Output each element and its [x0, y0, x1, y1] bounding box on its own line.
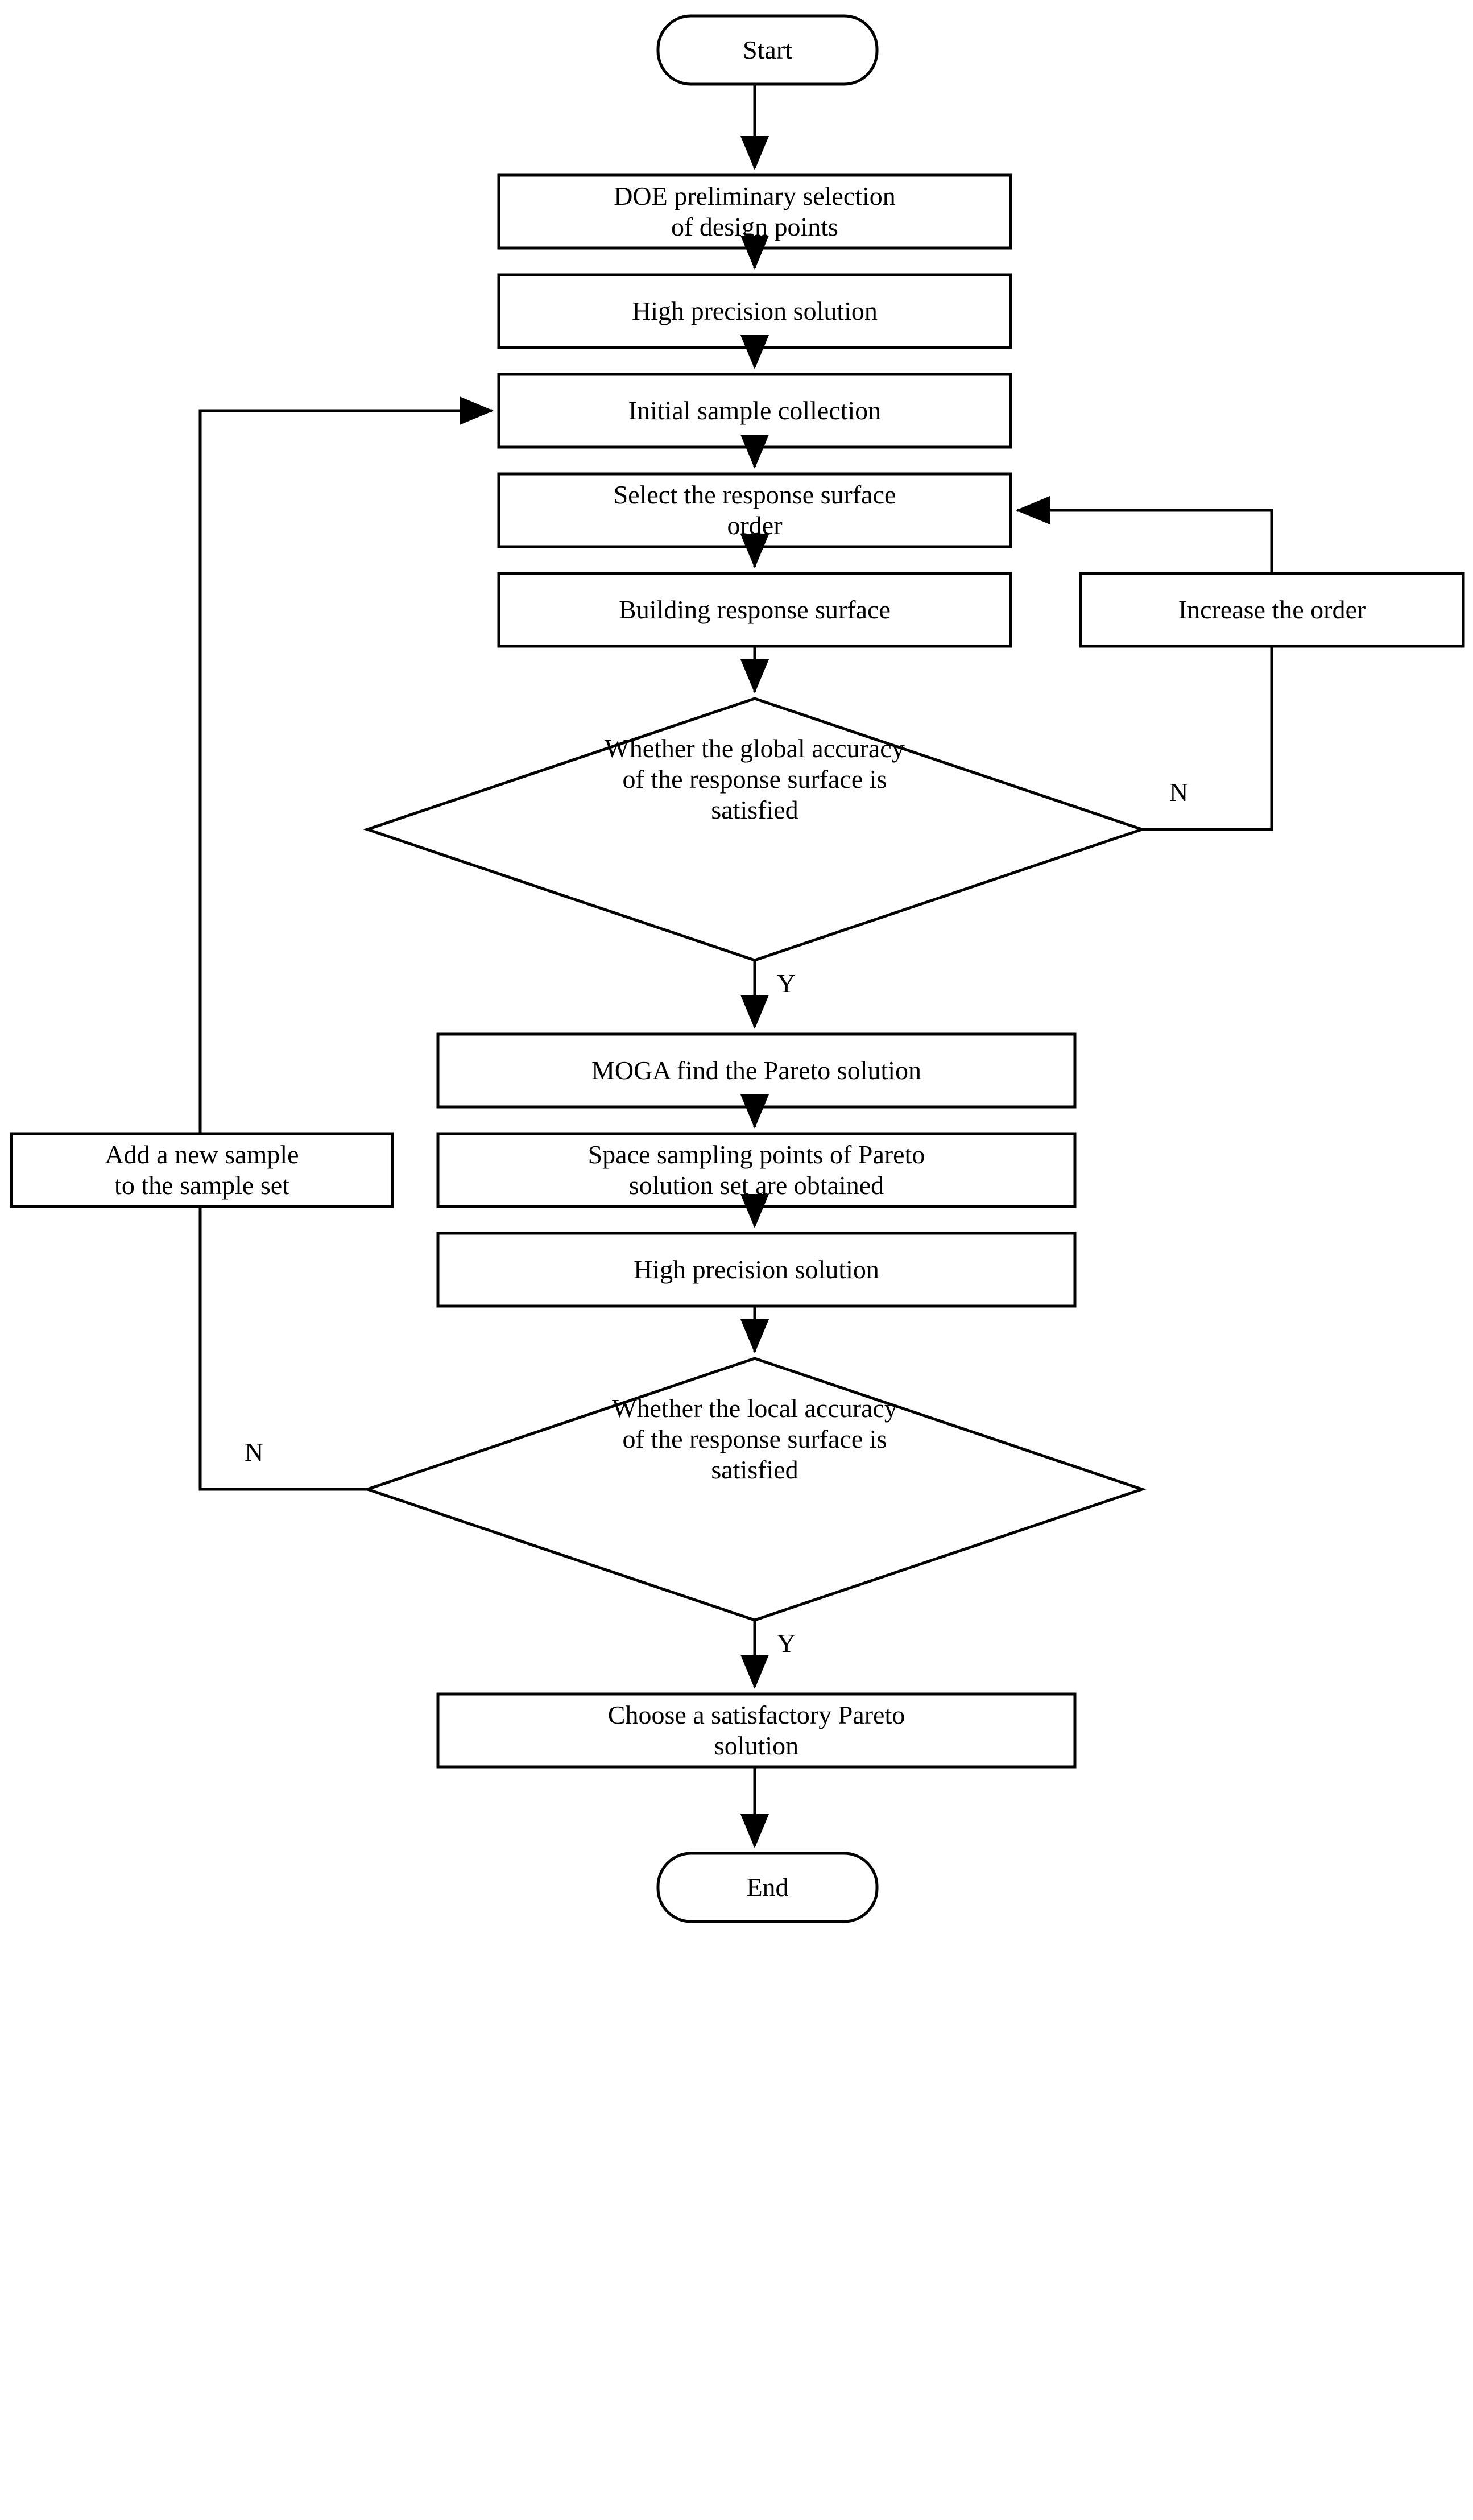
node-select-order-shape	[497, 472, 1012, 548]
node-doe-shape	[497, 173, 1012, 250]
node-start-shape	[656, 14, 879, 86]
node-increase-order-shape	[1079, 572, 1465, 648]
edge-increase-order-to-select-order	[1015, 496, 1273, 573]
node-moga-shape	[436, 1032, 1077, 1109]
node-local-decision-shape	[363, 1357, 1147, 1622]
edge-local-decision-no-to-add-sample	[198, 1207, 367, 1491]
node-global-decision-shape	[363, 697, 1147, 962]
node-space-sampling-shape	[436, 1132, 1077, 1208]
edge-add-sample-to-initial-sample	[198, 396, 494, 540]
node-high-precision-2-shape	[436, 1232, 1077, 1308]
edge-global-decision-no-to-increase-order	[1142, 646, 1273, 831]
node-building-surface-shape	[497, 572, 1012, 648]
node-high-precision-1-shape	[497, 273, 1012, 349]
node-choose-pareto-shape	[436, 1692, 1077, 1769]
node-end-shape	[656, 1852, 879, 1923]
node-add-sample-shape	[10, 1132, 394, 1208]
node-initial-sample-shape	[497, 373, 1012, 449]
